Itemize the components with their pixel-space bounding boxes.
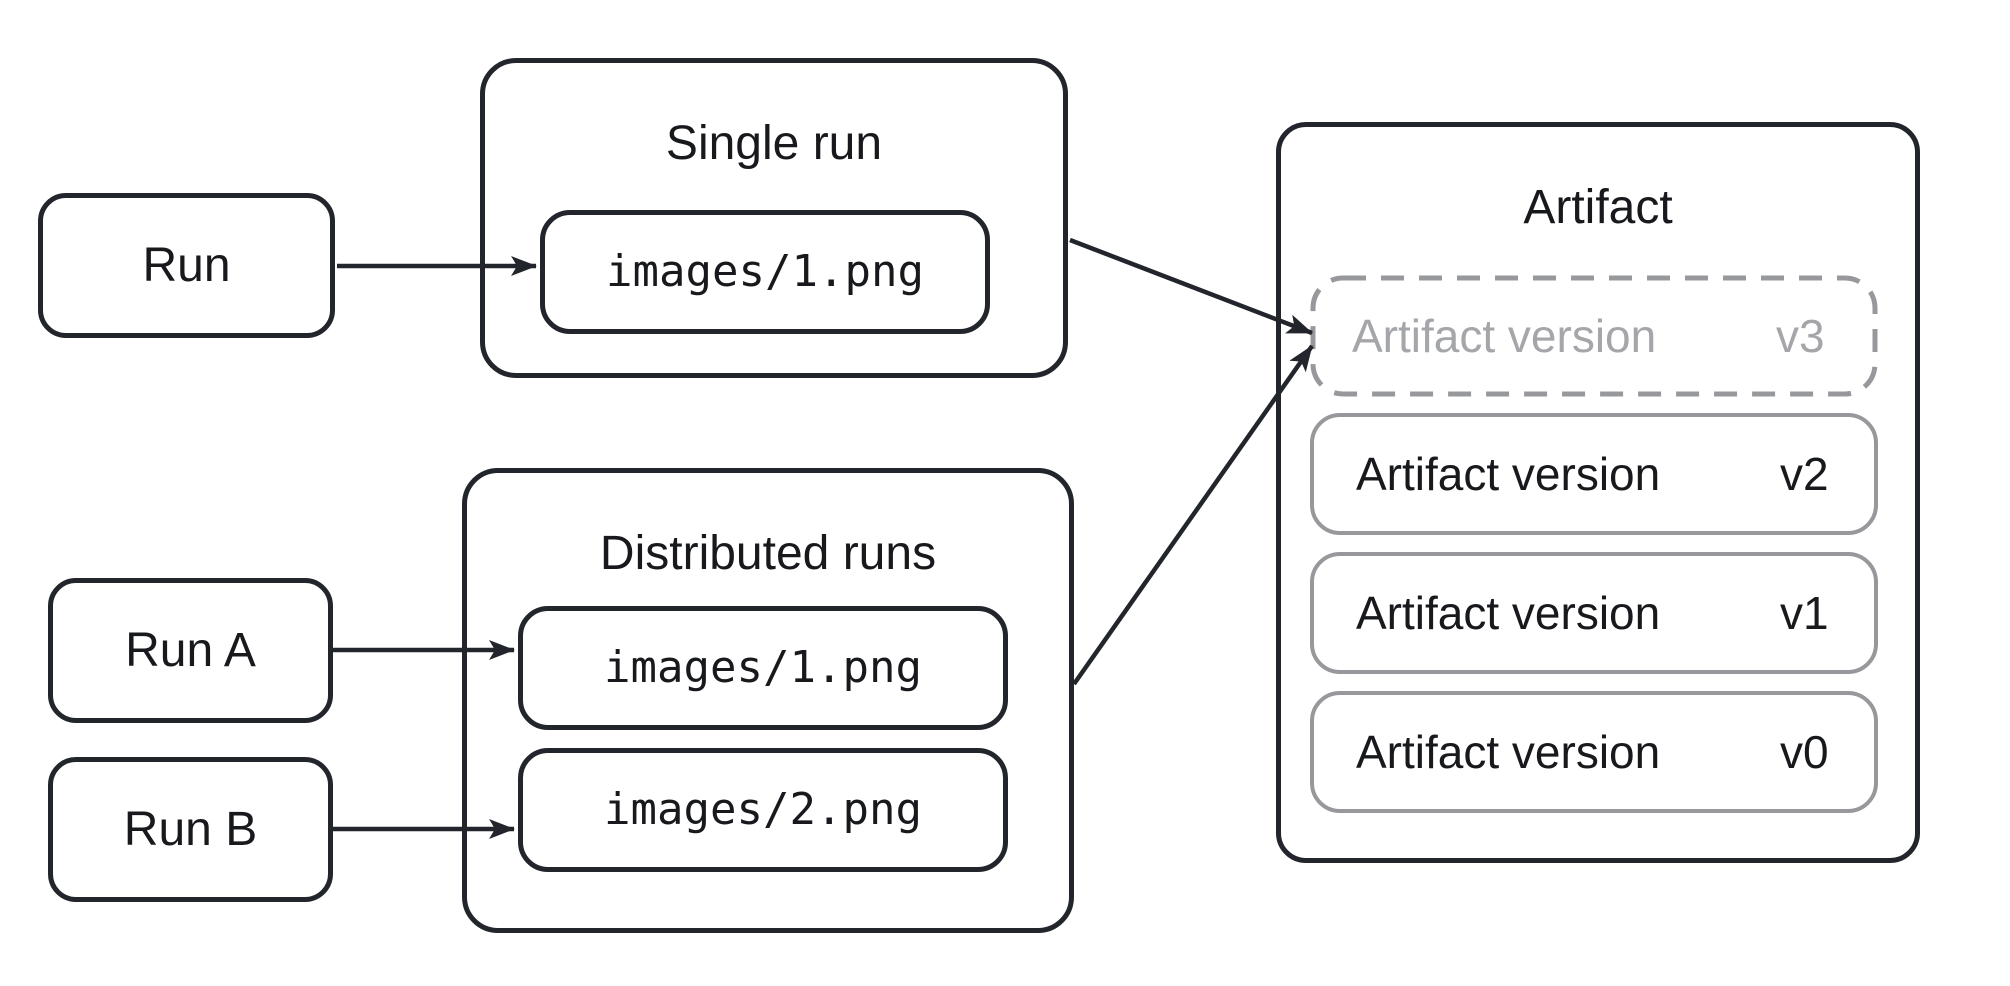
dashed-border xyxy=(1310,275,1878,397)
artifact-version-label: Artifact version xyxy=(1356,726,1661,778)
artifact-version-tag: v0 xyxy=(1780,726,1829,778)
group-artifact-title: Artifact xyxy=(1523,181,1673,234)
file-distributed-images-1-label: images/1.png xyxy=(604,642,922,693)
artifact-version-label: Artifact version xyxy=(1352,310,1657,362)
node-run-b: Run B xyxy=(48,757,333,902)
group-single-run-title: Single run xyxy=(665,117,883,170)
artifact-version-v2: Artifact version v2 xyxy=(1310,413,1878,535)
node-run-label: Run xyxy=(142,238,231,292)
node-run-a-label: Run A xyxy=(125,623,256,677)
artifact-version-v1: Artifact version v1 xyxy=(1310,552,1878,674)
node-run-b-label: Run B xyxy=(123,802,258,856)
artifact-version-tag: v3 xyxy=(1776,310,1825,362)
artifact-version-v3-pending: Artifact version v3 xyxy=(1310,275,1878,397)
artifact-version-label: Artifact version xyxy=(1356,448,1661,500)
artifact-version-label: Artifact version xyxy=(1356,587,1661,639)
artifact-version-tag: v2 xyxy=(1780,448,1829,500)
file-single-images-1-label: images/1.png xyxy=(606,246,924,297)
artifact-version-v0: Artifact version v0 xyxy=(1310,691,1878,813)
file-single-images-1: images/1.png xyxy=(540,210,990,334)
artifact-version-tag: v1 xyxy=(1780,587,1829,639)
file-distributed-images-2: images/2.png xyxy=(518,748,1008,872)
node-run-a: Run A xyxy=(48,578,333,723)
node-run: Run xyxy=(38,193,335,338)
file-distributed-images-1: images/1.png xyxy=(518,606,1008,730)
file-distributed-images-2-label: images/2.png xyxy=(604,784,922,835)
group-distributed-runs-title: Distributed runs xyxy=(599,527,937,580)
